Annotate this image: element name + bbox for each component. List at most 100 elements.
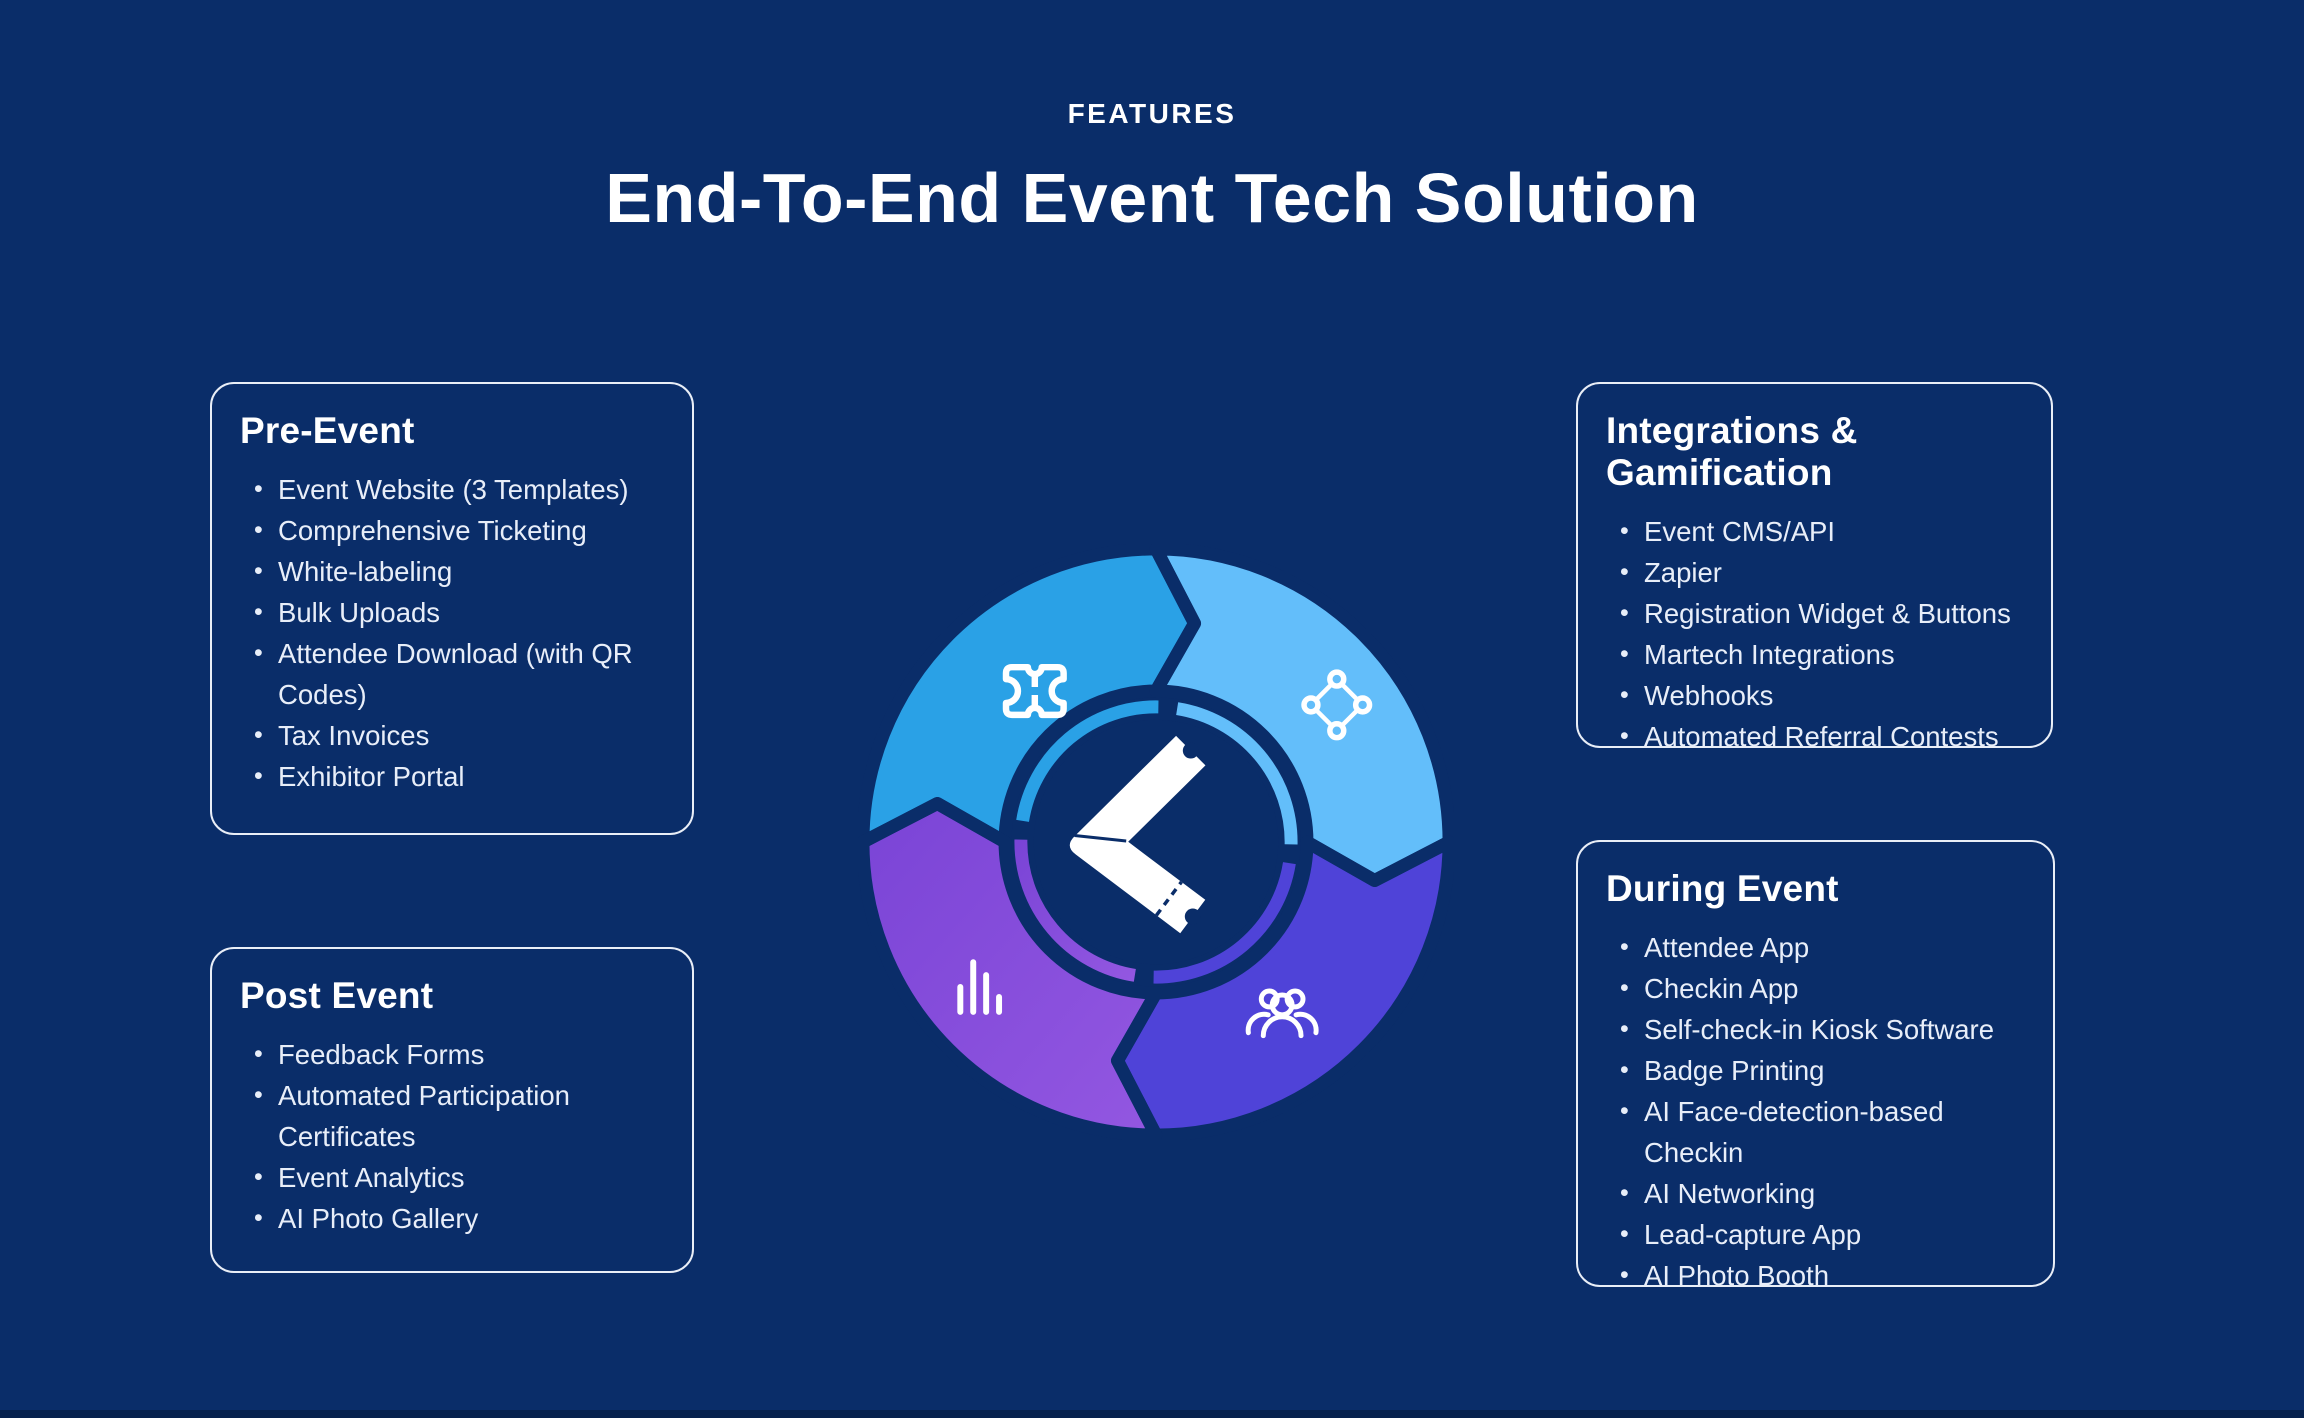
list-item: • Zapier bbox=[1620, 552, 2023, 593]
card-title: During Event bbox=[1606, 868, 1839, 909]
list-item-text: Attendee App bbox=[1644, 932, 1810, 963]
feature-list: •Event CMS/API •Zapier •Registration Wid… bbox=[1620, 511, 2023, 757]
segment-integrations bbox=[1156, 548, 1450, 881]
inner-ring bbox=[1014, 700, 1298, 984]
bullet: • bbox=[254, 1040, 263, 1068]
list-item: • AI Photo Gallery bbox=[254, 1198, 664, 1239]
bullet: • bbox=[254, 721, 263, 749]
list-item: • Lead-capture App bbox=[1620, 1214, 2025, 1255]
list-item: •Attendee Download (with QR Codes) bbox=[254, 633, 664, 715]
list-item: •Self-check-in Kiosk Software bbox=[1620, 1009, 2025, 1050]
list-item-text: Feedback Forms bbox=[278, 1039, 485, 1070]
bullet: • bbox=[1620, 1056, 1629, 1084]
list-item: •AI Face-detection-based Checkin bbox=[1620, 1091, 2025, 1173]
list-item-text: Badge Printing bbox=[1644, 1055, 1825, 1086]
center-hub bbox=[1033, 719, 1279, 965]
segment-post-event bbox=[862, 803, 1156, 1136]
list-item-text: Checkin App bbox=[1644, 973, 1799, 1004]
bullet: • bbox=[1620, 681, 1629, 709]
list-item-text: Webhooks bbox=[1644, 680, 1774, 711]
segment-fills bbox=[862, 548, 1450, 1136]
list-item-text: AI Networking bbox=[1644, 1178, 1816, 1209]
list-item: • Webhooks bbox=[1620, 675, 2023, 716]
segment-during-event bbox=[1117, 842, 1450, 1136]
feature-list: •Attendee App •Checkin App •Self-check-i… bbox=[1620, 927, 2025, 1296]
list-item-text: Bulk Uploads bbox=[278, 597, 441, 628]
card-during-event: During Event •Attendee App •Checkin App … bbox=[1576, 840, 2055, 1291]
card-pre-event: Pre-Event •Event Website (3 Templates) •… bbox=[210, 382, 694, 835]
bullet: • bbox=[1620, 933, 1629, 961]
list-item-text: Lead-capture App bbox=[1644, 1219, 1862, 1250]
list-item: • Feedback Forms bbox=[254, 1034, 664, 1075]
list-item: • AI Networking bbox=[1620, 1173, 2025, 1214]
page-title: End-To-End Event Tech Solution bbox=[605, 159, 1699, 237]
list-item: • Event Analytics bbox=[254, 1157, 664, 1198]
card-post-event: Post Event •Feedback Forms •Automated Pa… bbox=[210, 947, 694, 1273]
list-item-text: Zapier bbox=[1644, 557, 1722, 588]
bullet: • bbox=[254, 598, 263, 626]
quadrant-icons bbox=[957, 663, 1373, 1039]
bullet: • bbox=[254, 762, 263, 790]
list-item: • Badge Printing bbox=[1620, 1050, 2025, 1091]
list-item-text: Event CMS/API bbox=[1644, 516, 1836, 547]
bent-ticket-logo-icon bbox=[1069, 735, 1206, 934]
inner-ring-integrations bbox=[1176, 702, 1298, 845]
list-item-text: Automated Participation Certificates bbox=[278, 1080, 570, 1152]
bullet: • bbox=[1620, 1220, 1629, 1248]
bullet: • bbox=[1620, 558, 1629, 586]
list-item-text: Self-check-in Kiosk Software bbox=[1644, 1014, 1994, 1045]
inner-ring-pre-event bbox=[1016, 700, 1159, 822]
bullet: • bbox=[1620, 974, 1629, 1002]
list-item-text: Martech Integrations bbox=[1644, 639, 1895, 670]
list-item: • Event CMS/API bbox=[1620, 511, 2023, 552]
list-item-text: Registration Widget & Buttons bbox=[1644, 598, 2011, 629]
segment-pre-event bbox=[862, 548, 1195, 842]
bar-chart-icon bbox=[957, 959, 1003, 1015]
bottom-edge-strip bbox=[0, 1410, 2304, 1418]
event-lifecycle-diagram bbox=[858, 544, 1454, 1140]
inner-ring-post-event bbox=[1014, 839, 1136, 982]
bullet: • bbox=[254, 1163, 263, 1191]
ticket-icon bbox=[1002, 663, 1067, 719]
list-item-text: Exhibitor Portal bbox=[278, 761, 465, 792]
list-item: •White-labeling bbox=[254, 551, 664, 592]
bullet: • bbox=[1620, 1261, 1629, 1289]
list-item-text: AI Photo Gallery bbox=[278, 1203, 479, 1234]
list-item-text: Tax Invoices bbox=[278, 720, 430, 751]
list-item: •Registration Widget & Buttons bbox=[1620, 593, 2023, 634]
list-item-text: AI Face-detection-based Checkin bbox=[1644, 1096, 1944, 1168]
list-item: • Martech Integrations bbox=[1620, 634, 2023, 675]
list-item: • Automated Referral Contests bbox=[1620, 716, 2023, 757]
list-item-text: White-labeling bbox=[278, 556, 453, 587]
feature-list: •Feedback Forms •Automated Participation… bbox=[254, 1034, 664, 1239]
people-icon bbox=[1245, 988, 1319, 1039]
list-item-text: Event Analytics bbox=[278, 1162, 465, 1193]
bullet: • bbox=[1620, 517, 1629, 545]
eyebrow-label: FEATURES bbox=[1067, 98, 1237, 129]
list-item: • Attendee App bbox=[1620, 927, 2025, 968]
card-title: Post Event bbox=[240, 975, 434, 1016]
list-item-text: Comprehensive Ticketing bbox=[278, 515, 587, 546]
list-item: • Exhibitor Portal bbox=[254, 756, 664, 797]
logo-notch-bottom bbox=[1184, 908, 1201, 925]
list-item: •Comprehensive Ticketing bbox=[254, 510, 664, 551]
bullet: • bbox=[1620, 1179, 1629, 1207]
card-title: Integrations & Gamification bbox=[1606, 410, 1858, 493]
list-item-text: Automated Referral Contests bbox=[1644, 721, 1999, 752]
list-item: • Tax Invoices bbox=[254, 715, 664, 756]
list-item: •Automated Participation Certificates bbox=[254, 1075, 664, 1157]
bullet: • bbox=[1620, 640, 1629, 668]
network-icon bbox=[1301, 669, 1373, 741]
logo-perforation bbox=[1155, 880, 1183, 917]
bullet: • bbox=[1620, 722, 1629, 750]
segment-borders bbox=[858, 544, 1454, 1140]
list-item: •Event Website (3 Templates) bbox=[254, 469, 664, 510]
bullet: • bbox=[254, 1204, 263, 1232]
list-item: • Bulk Uploads bbox=[254, 592, 664, 633]
list-item-text: AI Photo Booth bbox=[1644, 1260, 1829, 1291]
bullet: • bbox=[254, 475, 263, 503]
logo-fold-slit bbox=[1074, 834, 1127, 843]
list-item-text: Attendee Download (with QR Codes) bbox=[278, 638, 633, 710]
logo-notch-top bbox=[1182, 742, 1199, 759]
